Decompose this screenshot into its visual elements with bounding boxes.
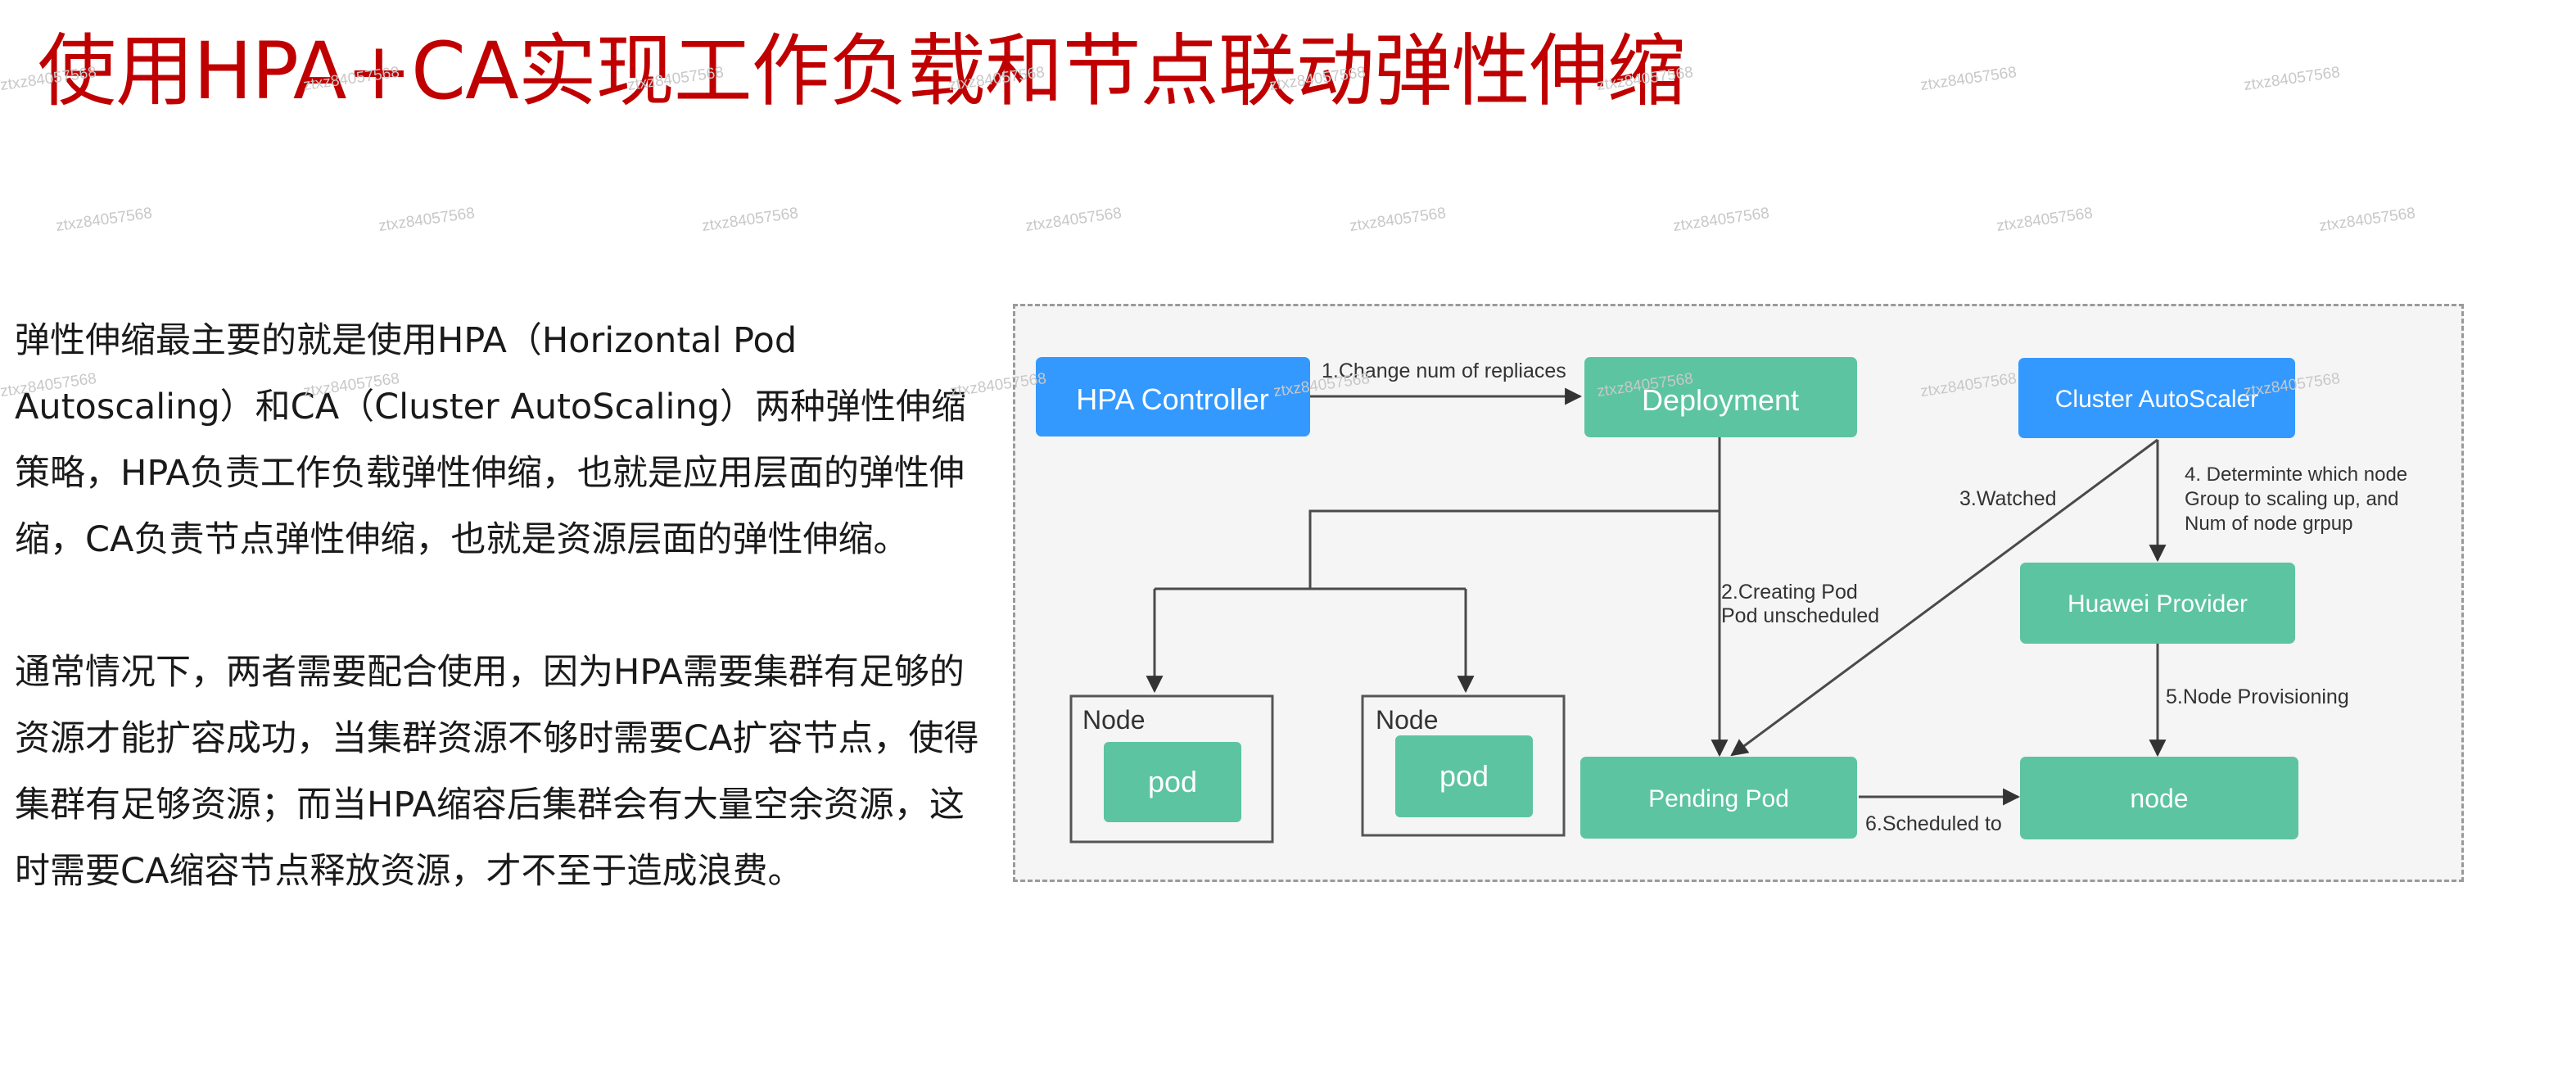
huawei-provider-box: Huawei Provider (2020, 563, 2295, 644)
pod-1-box (1104, 742, 1241, 822)
node-group-2-label: Node (1376, 705, 1439, 735)
architecture-diagram: HPA Controller Cluster AutoScaler Deploy… (1013, 304, 2464, 882)
pod-2-box (1395, 735, 1533, 817)
pending-pod-box: Pending Pod (1580, 757, 1857, 839)
edge-label-watched: 3.Watched (1959, 487, 2057, 510)
node-group-1-label: Node (1082, 705, 1146, 735)
huawei-provider-label: Huawei Provider (2068, 590, 2248, 617)
edge-autoscaler-watches-pending-pod (1730, 438, 2158, 757)
slide-title: 使用HPA+CA实现工作负载和节点联动弹性伸缩 (38, 25, 1686, 117)
body-text: 弹性伸缩最主要的就是使用HPA（Horizontal Pod Autoscali… (15, 308, 997, 905)
watermark: ztxz84057568 (1024, 204, 1123, 236)
diagram-canvas: HPA Controller Cluster AutoScaler Deploy… (1036, 357, 2407, 844)
node-group-2: Node pod (1361, 694, 1566, 837)
edge-label-change-replicas: 1.Change num of repliaces (1322, 360, 1566, 382)
watermark: ztxz84057568 (377, 204, 477, 236)
watermark: ztxz84057568 (1672, 204, 1771, 236)
paragraph-hpa-ca-intro: 弹性伸缩最主要的就是使用HPA（Horizontal Pod Autoscali… (15, 320, 966, 560)
deployment-box: Deployment (1584, 357, 1857, 437)
edge-label-determine-3: Num of node grpup (2185, 513, 2352, 535)
watermark: ztxz84057568 (55, 204, 154, 236)
connectors (1146, 387, 2167, 806)
paragraph-hpa-ca-cooperation: 通常情况下，两者需要配合使用，因为HPA需要集群有足够的资源才能扩容成功，当集群… (15, 652, 979, 892)
pod-2-label: pod (1439, 759, 1489, 793)
watermark: ztxz84057568 (2243, 63, 2342, 95)
edge-label-creating-pod-1: 2.Creating Pod (1721, 581, 1858, 604)
node-label: node (2130, 784, 2188, 813)
watermark: ztxz84057568 (1995, 204, 2095, 236)
edge-label-node-provisioning: 5.Node Provisioning (2166, 685, 2349, 708)
edge-label-determine-2: Group to scaling up, and (2185, 488, 2399, 510)
cluster-autoscaler-label: Cluster AutoScaler (2055, 386, 2258, 413)
cluster-autoscaler-box: Cluster AutoScaler (2018, 358, 2295, 438)
edge-deployment-to-nodes (1308, 509, 1720, 589)
watermark: ztxz84057568 (2318, 204, 2417, 236)
pending-pod-label: Pending Pod (1648, 785, 1789, 812)
hpa-controller-box: HPA Controller (1036, 357, 1310, 436)
hpa-controller-label: HPA Controller (1076, 382, 1268, 416)
node-group-1: Node pod (1069, 694, 1274, 844)
node-box: node (2020, 757, 2298, 839)
watermark: ztxz84057568 (701, 204, 800, 236)
watermark: ztxz84057568 (1349, 204, 1448, 236)
edge-label-scheduled-to: 6.Scheduled to (1865, 812, 2002, 835)
deployment-label: Deployment (1642, 383, 1799, 417)
edge-label-creating-pod-2: Pod unscheduled (1721, 604, 1879, 627)
edge-labels: 1.Change num of repliaces 2.Creating Pod… (1322, 360, 2407, 835)
edge-label-determine-1: 4. Determinte which node (2185, 464, 2407, 486)
pod-1-label: pod (1148, 765, 1197, 798)
watermark: ztxz84057568 (1919, 63, 2018, 95)
